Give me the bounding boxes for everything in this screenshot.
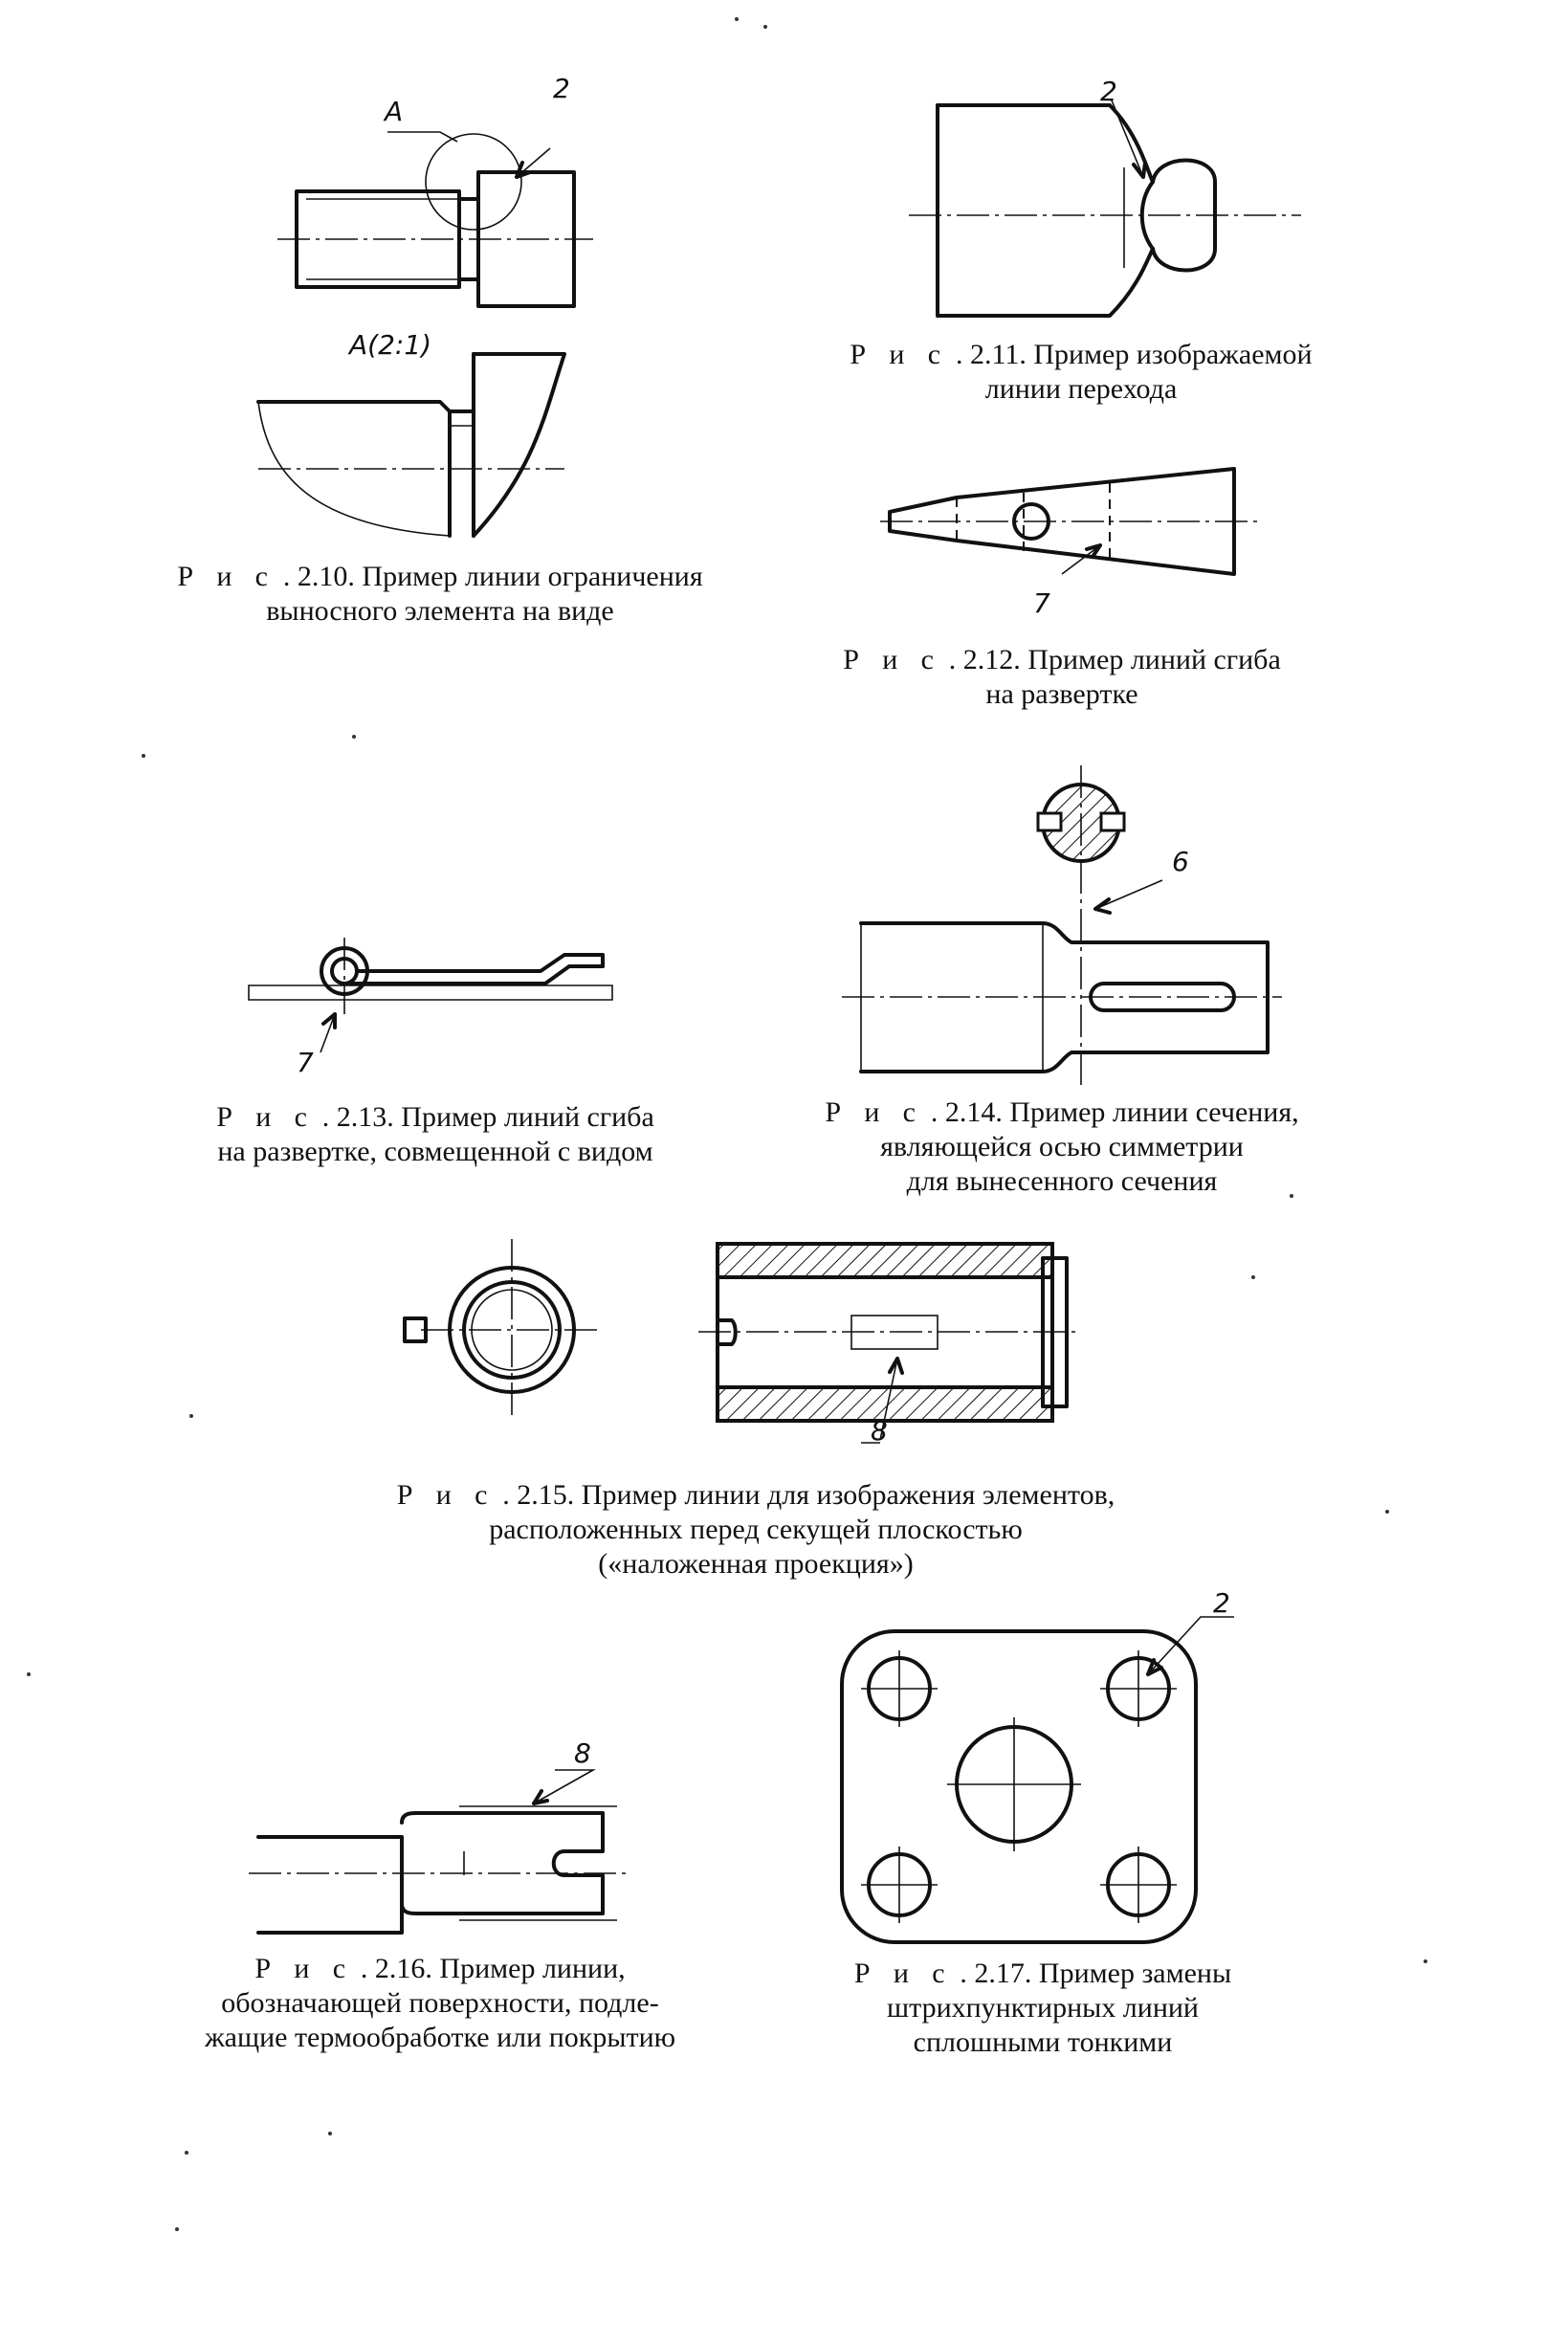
- caption-2-13-line2: на развертке, совмещенной с видом: [217, 1136, 653, 1167]
- caption-2-11-line2: линии перехода: [984, 373, 1178, 405]
- label-2: 2: [1213, 1587, 1230, 1619]
- label-8: 8: [574, 1737, 591, 1769]
- figure-2-14-drawing: 6: [842, 765, 1282, 1091]
- caption-2-15-text: . 2.15. Пример линии для изображения эле…: [495, 1479, 1115, 1511]
- figure-2-11-drawing: 2: [899, 76, 1301, 325]
- caption-2-10-text: . 2.10. Пример линии ограничения: [276, 561, 703, 592]
- caption-2-12-text: . 2.12. Пример линий сгиба: [941, 644, 1281, 675]
- caption-2-10: Р и с . 2.10. Пример линии ограничения в…: [134, 560, 746, 629]
- caption-2-11-text: . 2.11. Пример изображаемой: [948, 339, 1313, 370]
- caption-2-15-line2: расположенных перед секущей плоскостью: [489, 1514, 1023, 1545]
- caption-2-16-line3: жащие термообработке или покрытию: [204, 2022, 676, 2053]
- caption-2-17: Р и с . 2.17. Пример замены штрихпунктир…: [794, 1957, 1292, 2060]
- figure-2-12-drawing: 7: [880, 450, 1263, 622]
- figure-2-13-drawing: 7: [239, 928, 622, 1081]
- caption-2-17-line2: штрихпунктирных линий: [887, 1992, 1199, 2024]
- caption-2-15: Р и с . 2.15. Пример линии для изображен…: [287, 1478, 1225, 1582]
- caption-2-16: Р и с . 2.16. Пример линии, обозначающей…: [144, 1952, 737, 2055]
- label-2: 2: [553, 73, 570, 104]
- caption-2-11-prefix: Р и с: [850, 339, 949, 370]
- caption-2-13: Р и с . 2.13. Пример линий сгиба на разв…: [148, 1100, 722, 1169]
- label-6: 6: [1172, 846, 1189, 877]
- figure-2-16-drawing: 8: [239, 1732, 641, 1942]
- figure-2-10-drawing: А 2 А(2:1): [239, 67, 603, 564]
- caption-2-14-text: . 2.14. Пример линии сечения,: [923, 1096, 1299, 1128]
- caption-2-10-line2: выносного элемента на виде: [266, 595, 614, 627]
- caption-2-15-line3: («наложенная проекция»): [598, 1548, 914, 1580]
- caption-2-17-prefix: Р и с: [853, 1958, 953, 1989]
- caption-2-14: Р и с . 2.14. Пример линии сечения, явля…: [784, 1095, 1339, 1199]
- caption-2-16-line2: обозначающей поверхности, подле-: [221, 1987, 659, 2019]
- label-8: 8: [871, 1415, 888, 1447]
- caption-2-15-prefix: Р и с: [396, 1479, 496, 1511]
- figure-2-15-drawing: 8: [392, 1234, 1081, 1473]
- label-a: А: [383, 96, 403, 127]
- caption-2-12: Р и с . 2.12. Пример линий сгиба на разв…: [794, 643, 1330, 712]
- caption-2-17-line3: сплошными тонкими: [913, 2026, 1173, 2058]
- caption-2-13-text: . 2.13. Пример линий сгиба: [315, 1101, 654, 1133]
- caption-2-13-prefix: Р и с: [216, 1101, 316, 1133]
- caption-2-17-text: . 2.17. Пример замены: [952, 1958, 1232, 1989]
- caption-2-11: Р и с . 2.11. Пример изображаемой линии …: [804, 338, 1358, 407]
- caption-2-12-line2: на развертке: [985, 678, 1138, 710]
- caption-2-16-text: . 2.16. Пример линии,: [353, 1953, 626, 1984]
- caption-2-12-prefix: Р и с: [843, 644, 942, 675]
- label-2: 2: [1100, 76, 1117, 107]
- caption-2-14-line3: для вынесенного сечения: [906, 1165, 1218, 1197]
- label-7: 7: [297, 1047, 314, 1078]
- figure-2-17-drawing: 2: [823, 1587, 1272, 1952]
- caption-2-10-prefix: Р и с: [177, 561, 276, 592]
- detail-scale-label: А(2:1): [347, 329, 431, 361]
- caption-2-16-prefix: Р и с: [254, 1953, 354, 1984]
- caption-2-14-line2: являющейся осью симметрии: [880, 1131, 1244, 1162]
- label-7: 7: [1033, 587, 1050, 619]
- caption-2-14-prefix: Р и с: [825, 1096, 924, 1128]
